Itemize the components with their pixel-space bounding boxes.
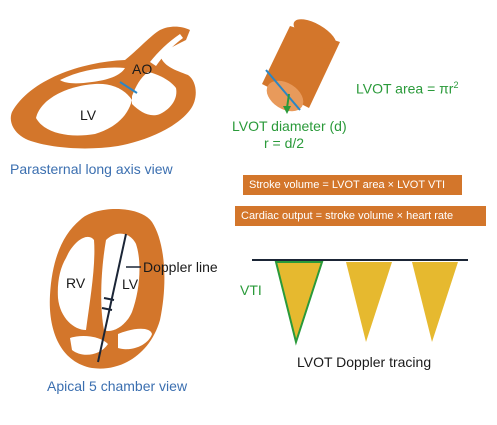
a5c-lv-label: LV xyxy=(122,276,139,292)
vti-label: VTI xyxy=(240,282,262,298)
lvot-cylinder xyxy=(262,19,340,114)
ao-label: AO xyxy=(132,61,153,77)
a5c-lower-chamber xyxy=(70,336,108,355)
a5c-rv-label: RV xyxy=(66,275,86,291)
doppler-gate-top xyxy=(103,297,115,301)
lvot-diameter-label: LVOT diameter (d) xyxy=(232,118,347,134)
plax-caption: Parasternal long axis view xyxy=(10,161,173,177)
stroke-volume-equation: Stroke volume = LVOT area × LVOT VTI xyxy=(243,175,462,195)
plax-lv-label: LV xyxy=(80,107,97,123)
a5c-lower-chamber-right xyxy=(118,328,152,350)
plax-upper-chamber xyxy=(60,67,125,84)
diameter-arrow xyxy=(286,93,290,109)
a5c-caption: Apical 5 chamber view xyxy=(47,378,188,394)
doppler-caption: LVOT Doppler tracing xyxy=(297,354,432,370)
lvot-area-exponent: 2 xyxy=(453,80,459,90)
cardiac-output-equation: Cardiac output = stroke volume × heart r… xyxy=(235,206,486,226)
a5c-heart xyxy=(49,208,165,369)
vti-envelope-1 xyxy=(274,261,324,346)
doppler-line xyxy=(97,233,127,363)
doppler-line-label: Doppler line xyxy=(143,259,218,275)
doppler-tracing xyxy=(252,259,468,346)
plax-aorta-lumen xyxy=(150,34,183,66)
vti-envelope-2 xyxy=(346,262,392,342)
plax-lv-cavity xyxy=(36,83,132,136)
lvot-area-label: LVOT area = πr2 xyxy=(356,80,458,97)
cylinder-top xyxy=(293,19,337,49)
plax-heart xyxy=(10,26,196,149)
plax-lvot-cavity xyxy=(132,72,177,116)
cylinder-diameter-line xyxy=(265,69,301,111)
plax-lvot-line xyxy=(119,81,138,94)
diameter-arrowhead xyxy=(283,106,291,114)
lvot-area-text: LVOT area = πr xyxy=(356,80,454,97)
doppler-gate-bottom xyxy=(101,307,113,311)
lvot-radius-label: r = d/2 xyxy=(264,135,305,151)
a5c-rv-cavity xyxy=(57,236,95,330)
vti-envelope-3 xyxy=(412,262,458,342)
